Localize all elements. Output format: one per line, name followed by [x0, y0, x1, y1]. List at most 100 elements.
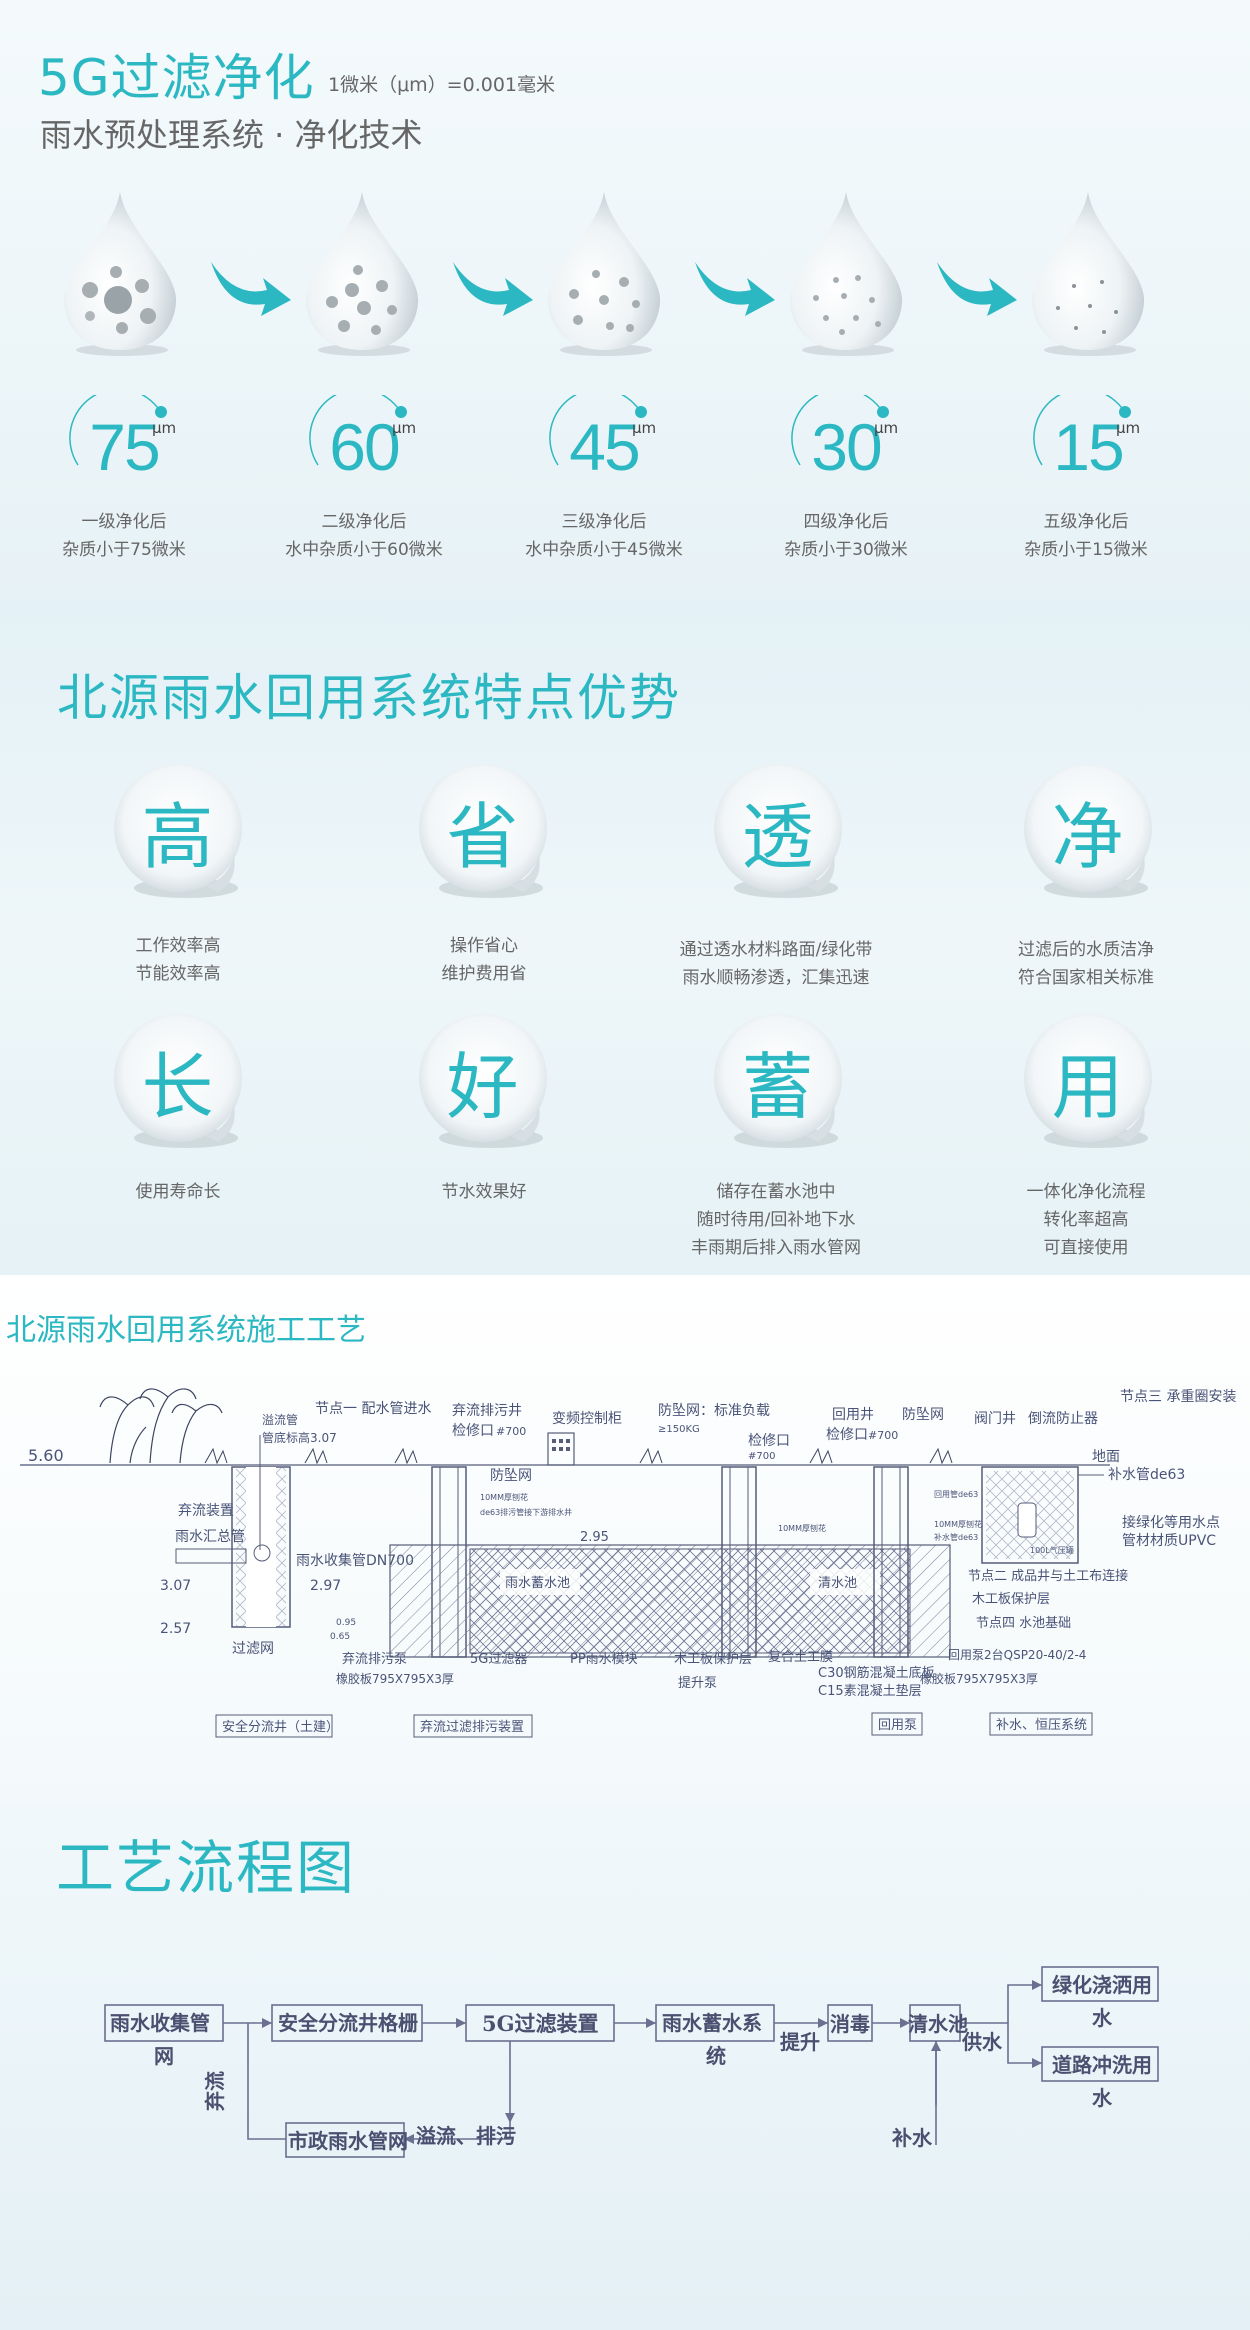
water-drop-icon [547, 192, 661, 356]
cad-note: 100L气压罐 [1030, 1545, 1074, 1555]
bubble-icon [114, 764, 242, 898]
feature-desc: 工作效率高 [135, 936, 221, 956]
cad-label: 节点三 承重圈安装 [1120, 1389, 1236, 1405]
flow-node: 5G过滤装置 [482, 2011, 599, 2036]
cad-label: 变频控制柜 [552, 1411, 622, 1427]
level-caption-1: 二级净化后 [321, 512, 407, 532]
ring-arc-icon [1033, 395, 1131, 466]
feature-desc: 通过透水材料路面/绿化带 [679, 940, 873, 960]
level-caption-1: 四级净化后 [803, 512, 889, 532]
flow-edge-label: 供水 [961, 2030, 1003, 2054]
cad-level: 5.60 [28, 1446, 64, 1465]
feature-bubble: 长 [110, 1010, 255, 1155]
feature-desc: 过滤后的水质洁净 [1018, 940, 1154, 960]
level-value: 60 [329, 410, 400, 484]
flow-node: 水 [1092, 2086, 1113, 2110]
cad-note: 10MM厚刨花 [480, 1492, 528, 1502]
drop-level-2 [302, 190, 432, 365]
cad-label: 节点一 配水管进水 [315, 1401, 431, 1417]
cad-note: de63排污管接下游排水井 [480, 1507, 572, 1517]
cad-note: 10MM厚刨花 [934, 1519, 982, 1529]
features-section: 北源雨水回用系统特点优势 高 省 透 净 工作效率高 [0, 600, 1250, 1275]
cad-label: 回用泵2台QSP20-40/2-4 [948, 1647, 1086, 1662]
level-ring: 75 μm [64, 395, 184, 495]
level-ring: 45 μm [544, 395, 664, 495]
cad-label: 接绿化等用水点 [1122, 1514, 1220, 1531]
feature-desc: 丰雨期后排入雨水管网 [691, 1238, 861, 1258]
feature-char: 用 [1051, 1045, 1124, 1129]
feature-bubble: 高 [110, 760, 255, 905]
level-caption-1: 三级净化后 [561, 512, 647, 532]
feature-char: 高 [141, 795, 214, 879]
arrow-right-icon [695, 262, 775, 316]
flow-node: 绿化浇洒用 [1052, 1973, 1152, 1997]
cad-label: 地面 [1092, 1449, 1120, 1465]
cad-label: 倒流防止器 [1028, 1411, 1098, 1427]
level-unit: μm [152, 419, 177, 437]
feature-char: 省 [446, 795, 519, 879]
feature-desc: 可直接使用 [1043, 1238, 1129, 1258]
flow-edge-label: 溢流、排污 [416, 2124, 516, 2148]
cad-label: 清水池 [818, 1576, 857, 1591]
feature-bubble: 蓄 [710, 1010, 855, 1155]
level-ring: 60 μm [304, 395, 424, 495]
bubble-icon [419, 1014, 547, 1148]
level-unit: μm [392, 419, 417, 437]
feature-desc: 节能效率高 [135, 964, 221, 984]
cad-label: #700 [868, 1429, 898, 1442]
feature-bubble: 净 [1020, 760, 1165, 905]
feature-char: 蓄 [741, 1045, 814, 1129]
cad-label: 弃流排污泵 [342, 1652, 407, 1667]
purify-title: 5G过滤净化 [38, 49, 315, 107]
feature-desc: 使用寿命长 [135, 1182, 221, 1202]
ring-arc-icon [549, 395, 647, 466]
level-unit: μm [874, 419, 899, 437]
feature-desc: 符合国家相关标准 [1018, 968, 1154, 988]
flow-edge-label: 补水 [891, 2126, 933, 2150]
feature-bubble: 省 [415, 760, 560, 905]
ring-arc-icon [309, 395, 407, 466]
feature-char: 长 [141, 1045, 214, 1129]
arrow-right-icon [937, 262, 1017, 316]
cad-label: 检修口 [826, 1427, 868, 1443]
construction-section: 北源雨水回用系统施工工艺 5.60 [0, 1275, 1250, 1805]
drop-level-1 [60, 190, 190, 365]
level-caption-2: 杂质小于15微米 [1024, 540, 1148, 560]
cad-label: 阀门井 [974, 1411, 1016, 1427]
cad-label: 检修口 [748, 1433, 790, 1449]
cad-label: 防坠网：标准负载 [658, 1403, 770, 1419]
cad-label: 雨水蓄水池 [505, 1576, 570, 1591]
ring-arc-icon [69, 395, 167, 466]
cad-label: 雨水收集管DN700 [296, 1552, 414, 1569]
water-drop-icon [1031, 192, 1145, 356]
cad-label: 0.65 [330, 1632, 350, 1642]
flow-title: 工艺流程图 [56, 1834, 357, 1902]
feature-desc: 维护费用省 [441, 964, 527, 984]
feature-desc: 操作省心 [450, 936, 518, 956]
level-caption-2: 水中杂质小于60微米 [285, 540, 443, 560]
drop-level-4 [786, 190, 916, 365]
arrow-right-icon [453, 262, 533, 316]
cad-label: PP雨水模块 [570, 1652, 638, 1667]
cad-label: 2.97 [310, 1578, 341, 1594]
level-value: 75 [89, 410, 160, 484]
flow-node: 网 [154, 2044, 174, 2068]
cad-label: C15素混凝土垫层 [818, 1683, 922, 1699]
feature-desc: 转化率超高 [1043, 1210, 1129, 1230]
cad-label: 橡胶板795X795X3厚 [920, 1671, 1038, 1686]
feature-desc: 随时待用/回补地下水 [696, 1210, 856, 1230]
cad-label: 0.95 [336, 1618, 356, 1628]
level-unit: μm [1116, 419, 1141, 437]
cad-label: 橡胶板795X795X3厚 [336, 1671, 454, 1686]
cad-label: #700 [496, 1425, 526, 1438]
purify-subtitle: 雨水预处理系统 · 净化技术 [40, 116, 423, 154]
water-drop-icon [63, 192, 177, 356]
feature-bubble: 好 [415, 1010, 560, 1155]
water-drop-icon [305, 192, 419, 356]
cad-label: 2.57 [160, 1621, 191, 1637]
level-caption-2: 杂质小于30微米 [784, 540, 908, 560]
cad-note: 10MM厚刨花 [778, 1523, 826, 1533]
construction-title: 北源雨水回用系统施工工艺 [6, 1313, 366, 1348]
features-title: 北源雨水回用系统特点优势 [57, 669, 681, 727]
cad-label: 管底标高3.07 [262, 1430, 337, 1445]
